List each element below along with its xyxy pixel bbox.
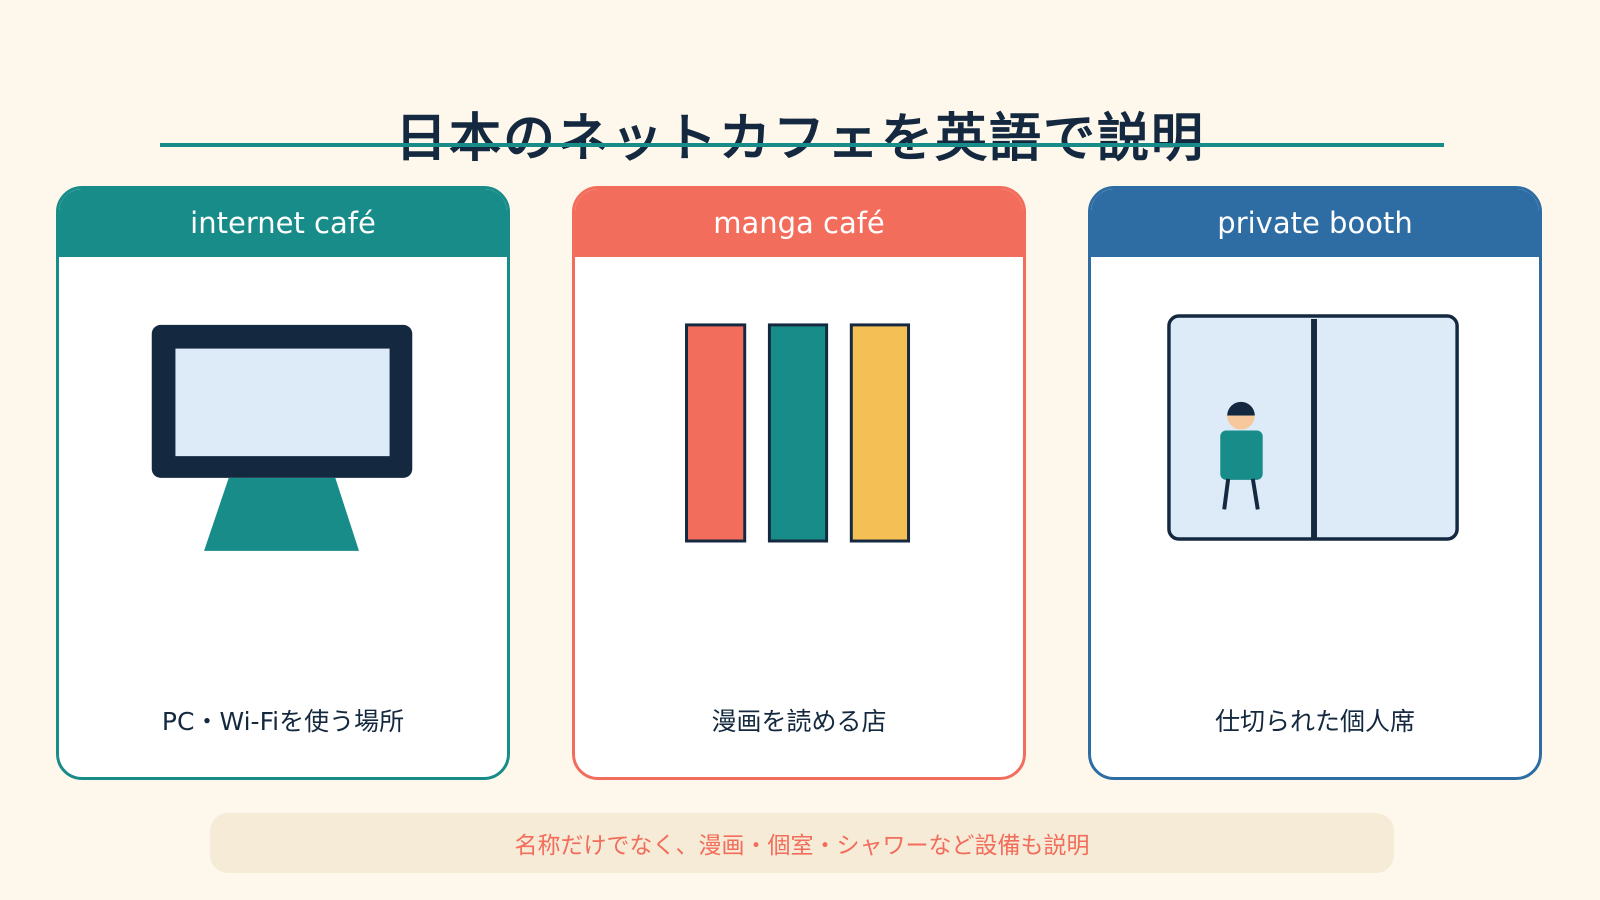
- card-private-booth: private booth 仕切られた個人席: [1088, 186, 1542, 780]
- private-booth-icon: [1091, 257, 1539, 677]
- card-header-internet-cafe: internet café: [59, 189, 507, 257]
- card-header-private-booth: private booth: [1091, 189, 1539, 257]
- card-description-private-booth: 仕切られた個人席: [1214, 707, 1415, 736]
- page-title: 日本のネットカフェを英語で説明: [394, 108, 1205, 169]
- title-underline: [160, 143, 1444, 147]
- computer-monitor-icon: [59, 257, 507, 677]
- card-manga-cafe: manga café 漫画を読める店: [572, 186, 1026, 780]
- card-description-internet-cafe: PC・Wi-Fiを使う場所: [161, 707, 405, 736]
- card-description-manga-cafe: 漫画を読める店: [711, 707, 887, 736]
- card-internet-cafe: internet café PC・Wi-Fiを使う場所: [56, 186, 510, 780]
- manga-books-icon: [575, 257, 1023, 677]
- card-header-manga-cafe: manga café: [575, 189, 1023, 257]
- footnote-banner: 名称だけでなく、漫画・個室・シャワーなど設備も説明: [210, 813, 1394, 873]
